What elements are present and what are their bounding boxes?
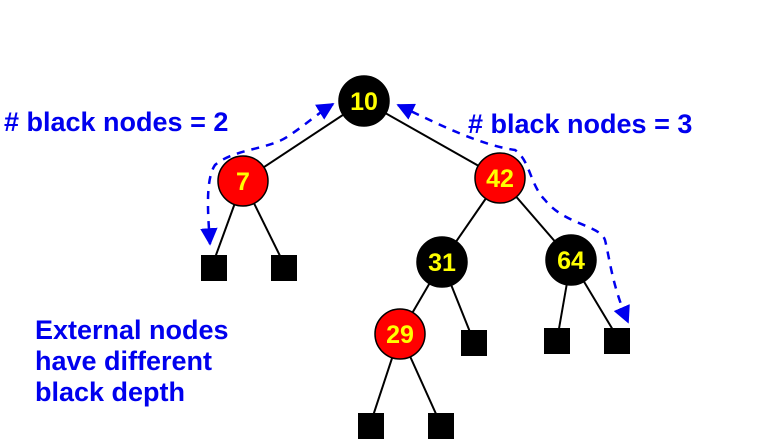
right-path-label: # black nodes = 3 xyxy=(468,109,692,139)
note-line: black depth xyxy=(35,377,186,407)
node-key: 42 xyxy=(486,165,514,193)
external-nodes xyxy=(201,255,630,439)
external-node xyxy=(604,328,630,354)
right-path-arrow xyxy=(396,103,630,324)
black-node-circle xyxy=(338,75,390,127)
external-node xyxy=(201,255,227,281)
node-key: 29 xyxy=(386,321,414,349)
left-path-arrow xyxy=(200,102,335,246)
note-line: External nodes xyxy=(35,315,229,345)
node-10: 10 xyxy=(338,75,390,127)
node-key: 64 xyxy=(557,247,585,275)
node-key: 7 xyxy=(236,168,250,196)
external-node xyxy=(358,413,384,439)
node-42: 42 xyxy=(474,152,526,204)
node-31: 31 xyxy=(416,236,468,288)
external-nodes-note: External nodes have different black dept… xyxy=(35,315,229,408)
red-node-circle xyxy=(217,155,269,207)
red-node-circle xyxy=(374,308,426,360)
node-key: 10 xyxy=(350,88,378,116)
red-node-circle xyxy=(474,152,526,204)
note-line: have different xyxy=(35,346,213,376)
black-node-circle xyxy=(416,236,468,288)
external-node xyxy=(544,328,570,354)
node-64: 64 xyxy=(545,234,597,286)
node-7: 7 xyxy=(217,155,269,207)
external-node xyxy=(461,330,487,356)
left-path-label: # black nodes = 2 xyxy=(4,107,228,137)
external-node xyxy=(271,255,297,281)
black-node-circle xyxy=(545,234,597,286)
node-key: 31 xyxy=(428,249,456,277)
external-node xyxy=(428,413,454,439)
node-29: 29 xyxy=(374,308,426,360)
